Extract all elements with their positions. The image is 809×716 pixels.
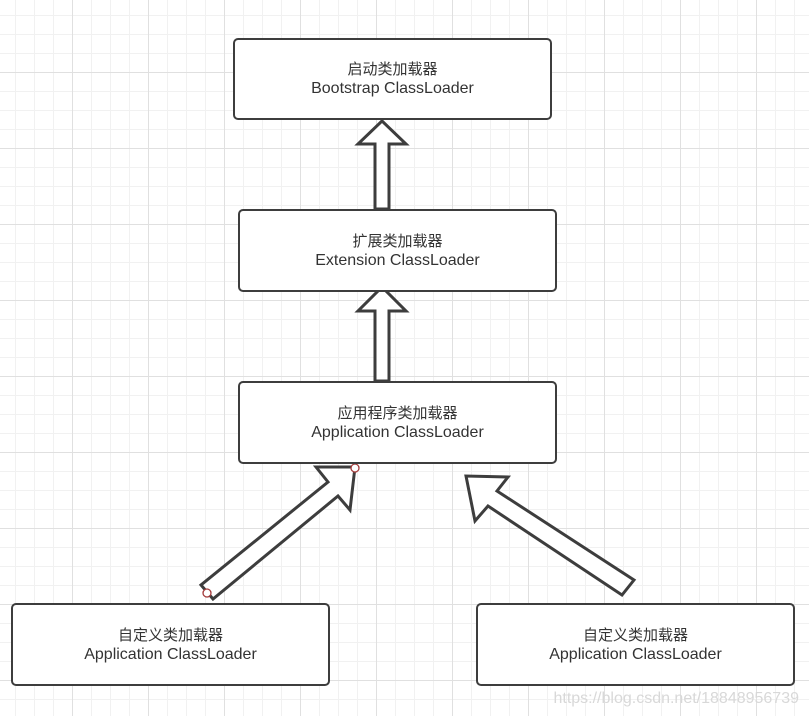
connection-handle[interactable] [350,463,360,473]
node-label-cn: 应用程序类加载器 [337,403,458,422]
connection-handle[interactable] [202,588,212,598]
node-label-cn: 自定义类加载器 [117,625,223,644]
node-label-cn: 自定义类加载器 [582,625,688,644]
node-label-en: Application ClassLoader [311,423,484,441]
arrow-custom-left-to-application [198,465,357,602]
node-label-en: Bootstrap ClassLoader [311,80,474,97]
node-label-en: Extension ClassLoader [315,251,480,269]
node-label-cn: 扩展类加载器 [352,231,443,250]
arrow-extension-to-bootstrap [354,118,410,211]
node-custom-classloader-left[interactable]: 自定义类加载器 Application ClassLoader [11,603,330,686]
node-custom-classloader-right[interactable]: 自定义类加载器 Application ClassLoader [476,603,795,686]
node-application-classloader[interactable]: 应用程序类加载器 Application ClassLoader [238,381,557,464]
node-label-cn: 启动类加载器 [347,60,438,78]
arrow-custom-right-to-application [464,474,637,598]
node-extension-classloader[interactable]: 扩展类加载器 Extension ClassLoader [238,209,557,292]
watermark: https://blog.csdn.net/18848956739 [553,690,799,707]
arrow-application-to-extension [354,284,410,383]
node-label-en: Application ClassLoader [84,645,257,663]
node-bootstrap-classloader[interactable]: 启动类加载器 Bootstrap ClassLoader [233,38,552,120]
node-label-en: Application ClassLoader [549,645,722,663]
